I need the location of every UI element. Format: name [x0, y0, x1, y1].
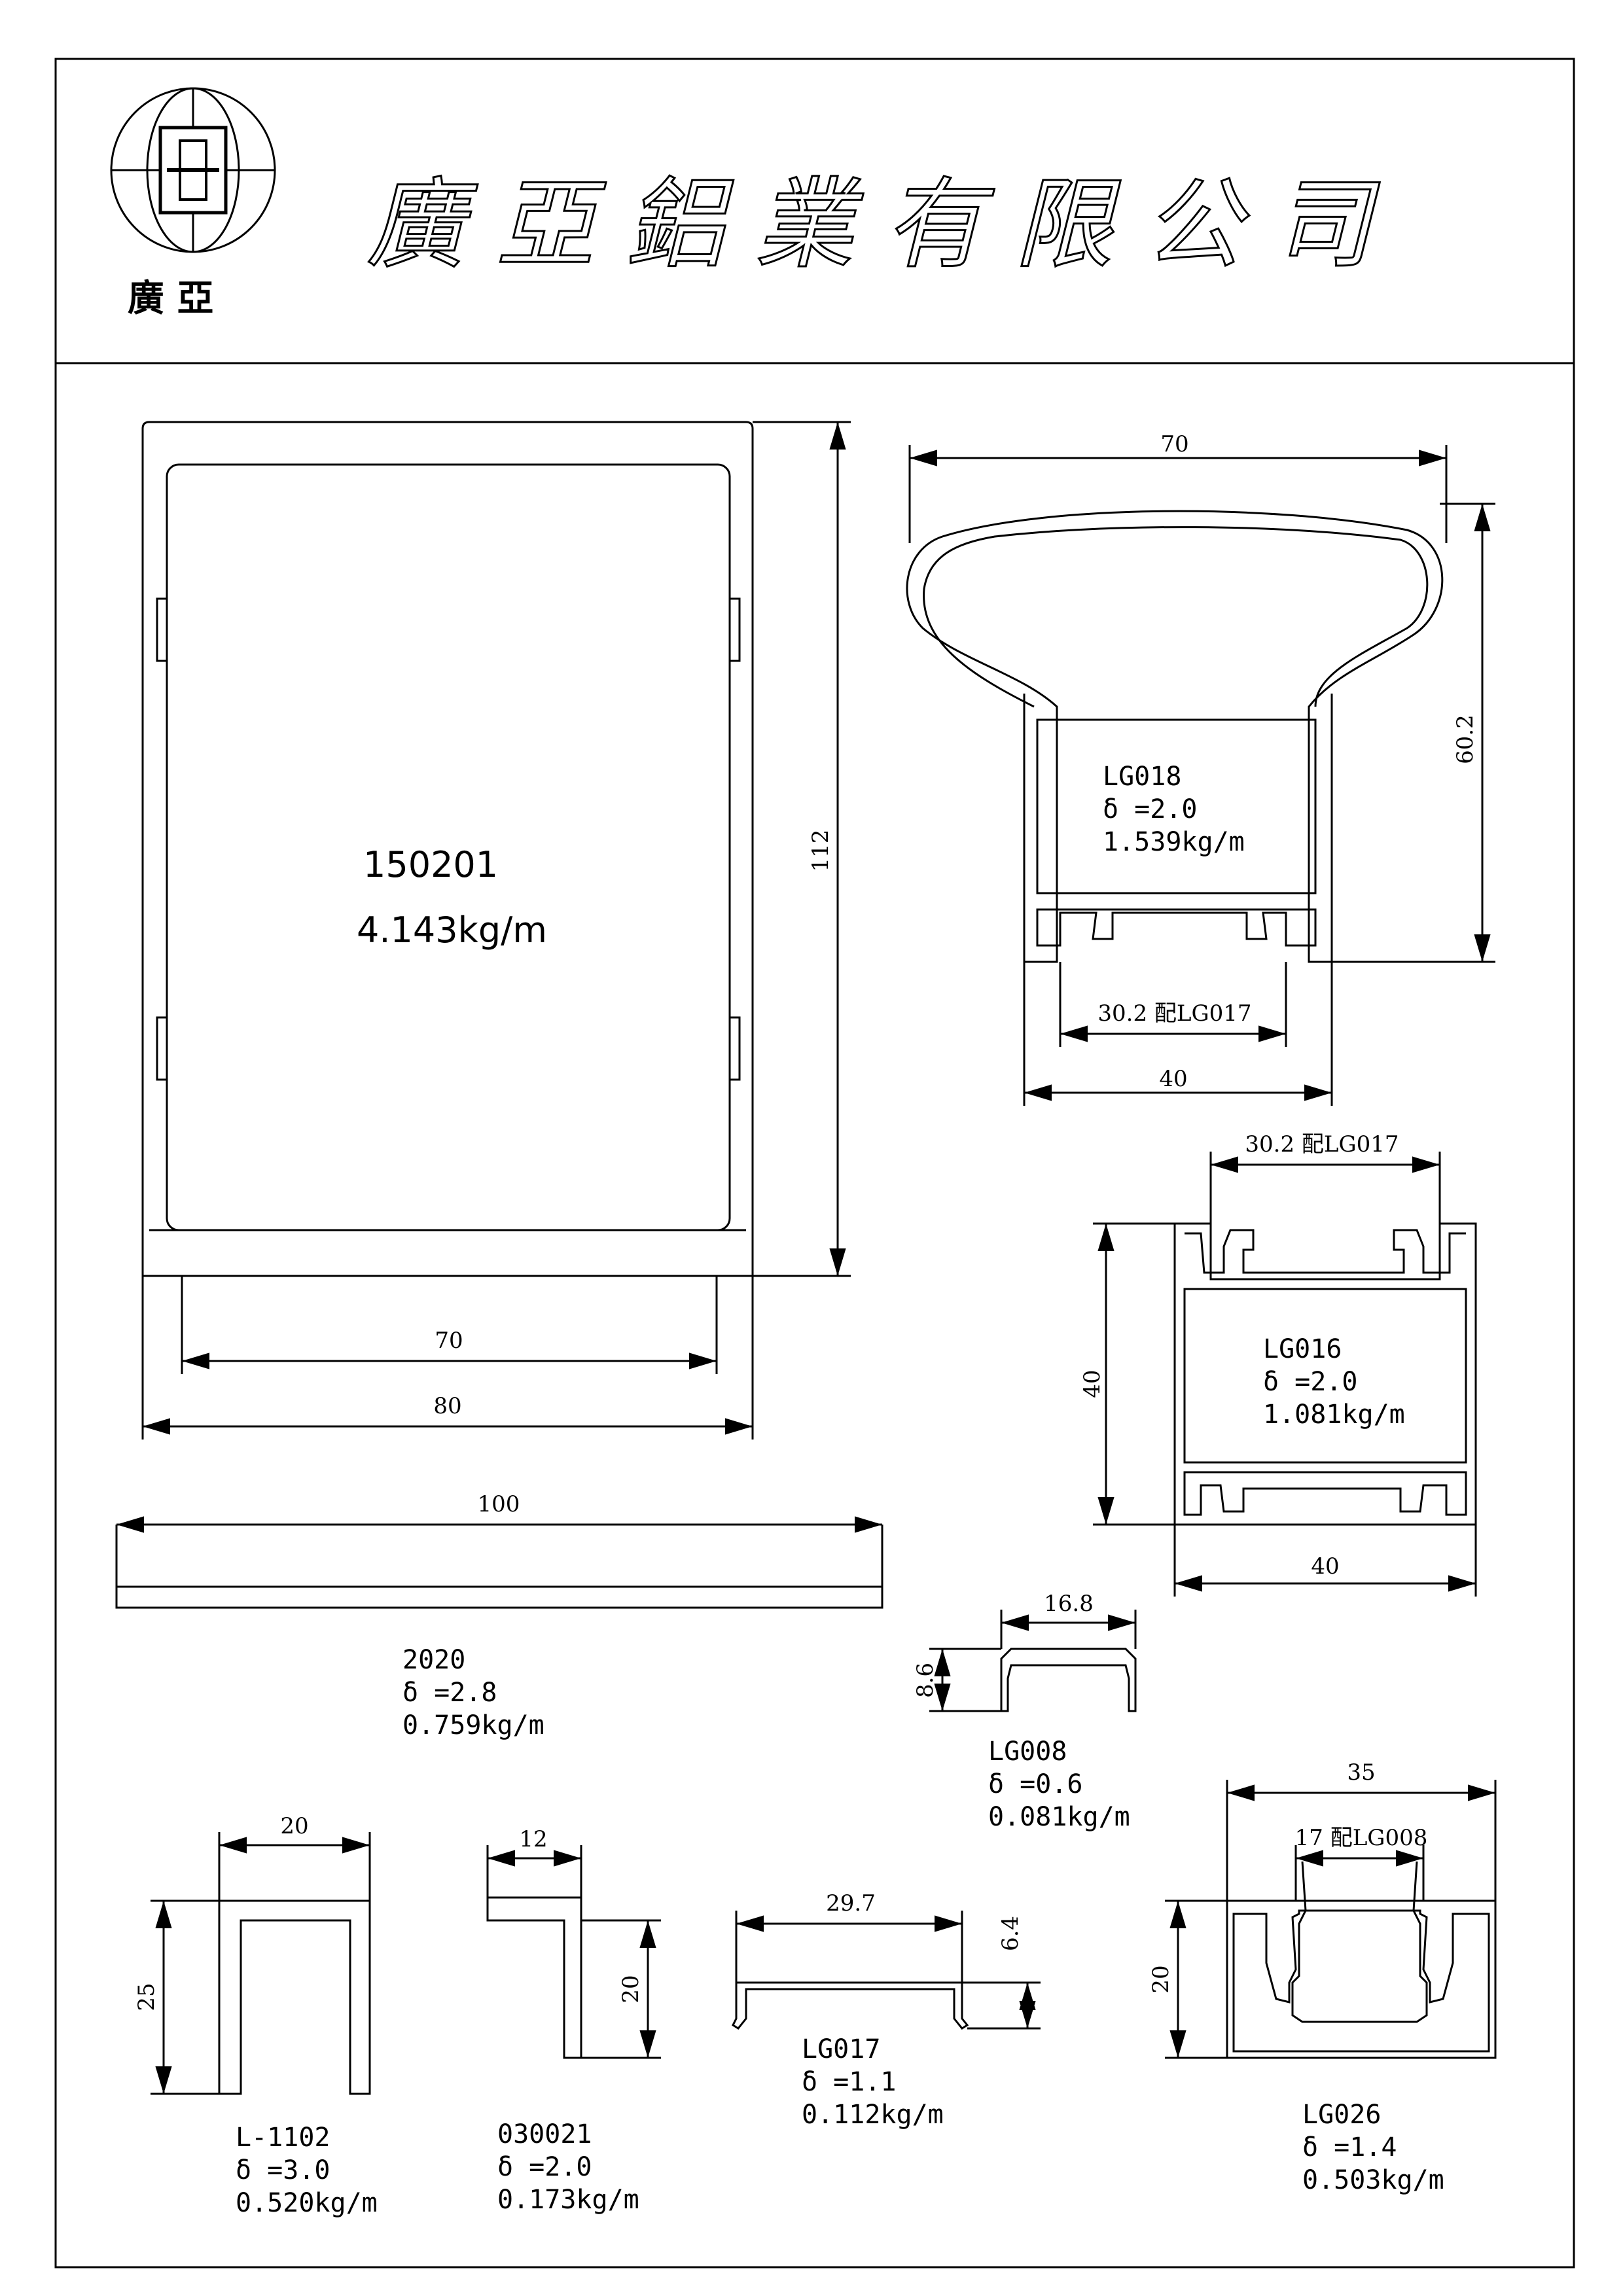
profile-l1102-dim-width: 20 [280, 1813, 308, 1839]
profile-030021-dim-height: 20 [618, 1975, 644, 2003]
profile-lg017-dim-height: 6.4 [997, 1916, 1024, 1951]
profile-l1102-thickness: δ =3.0 [236, 2155, 330, 2185]
profile-030021 [486, 1845, 661, 2059]
profile-lg017-weight: 0.112kg/m [802, 2100, 944, 2130]
profile-l1102-outline [218, 1899, 371, 2095]
profile-lg018 [906, 445, 1495, 1106]
profile-150201-dim-inner-width: 70 [435, 1328, 463, 1354]
profile-lg018-code: LG018 [1103, 762, 1181, 792]
profile-lg016-code: LG016 [1263, 1334, 1342, 1364]
profile-lg026-dim-width: 35 [1347, 1759, 1375, 1786]
profile-2020-code: 2020 [402, 1645, 465, 1675]
profile-l1102 [151, 1832, 371, 2095]
profile-lg018-dim-slot: 30.2 配LG017 [1097, 1000, 1251, 1027]
profile-lg018-thickness: δ =2.0 [1103, 794, 1198, 824]
profile-lg017-dim-width: 29.7 [826, 1890, 876, 1916]
profile-lg008-weight: 0.081kg/m [988, 1802, 1130, 1832]
profile-030021-outline [486, 1896, 582, 2059]
profile-lg008-dim-width: 16.8 [1044, 1591, 1094, 1617]
profile-2020-outline [115, 1585, 883, 1609]
profile-lg016-weight: 1.081kg/m [1263, 1400, 1405, 1430]
profile-030021-thickness: δ =2.0 [497, 2152, 592, 2182]
logo-caption: 廣 亞 [128, 277, 214, 320]
company-logo-icon [110, 87, 276, 253]
profile-lg008-code: LG008 [988, 1737, 1067, 1767]
profile-030021-weight: 0.173kg/m [497, 2185, 639, 2215]
company-name: 廣亞鋁業有限公司 [366, 168, 1403, 282]
profile-150201-code: 150201 [363, 844, 498, 885]
profile-2020-weight: 0.759kg/m [402, 1710, 544, 1740]
profile-lg018-dim-top: 70 [1160, 431, 1188, 457]
profile-lg016-dim-width: 40 [1311, 1553, 1339, 1580]
profile-150201 [141, 421, 851, 1439]
profile-150201-dim-width: 80 [433, 1393, 461, 1419]
profile-lg008 [929, 1610, 1137, 1712]
profile-lg016 [1093, 1152, 1477, 1597]
profile-150201-dim-height: 112 [808, 830, 834, 872]
profile-lg026 [1165, 1780, 1497, 2059]
profile-lg016-thickness: δ =2.0 [1263, 1367, 1358, 1397]
profile-l1102-code: L-1102 [236, 2123, 330, 2153]
profile-lg008-outline [1000, 1648, 1137, 1712]
profile-030021-dim-width: 12 [519, 1826, 547, 1852]
profile-lg026-weight: 0.503kg/m [1302, 2165, 1444, 2195]
profile-lg018-outline [906, 510, 1444, 963]
profile-030021-code: 030021 [497, 2119, 592, 2149]
profile-lg017-thickness: δ =1.1 [802, 2067, 897, 2097]
profile-lg026-dim-slot: 17 配LG008 [1295, 1825, 1428, 1851]
profile-l1102-dim-height: 25 [134, 1983, 160, 2011]
page-frame [54, 58, 1575, 2269]
profile-lg008-dim-height: 8.6 [912, 1663, 938, 1698]
profile-lg017-outline [732, 1981, 969, 2030]
profile-2020-thickness: δ =2.8 [402, 1678, 497, 1708]
profile-2020 [115, 1516, 883, 1609]
profile-lg017 [732, 1911, 1041, 2030]
profile-lg018-dim-width: 40 [1159, 1066, 1187, 1092]
profile-2020-dim-width: 100 [478, 1491, 520, 1517]
profile-150201-weight: 4.143kg/m [357, 910, 547, 951]
profile-lg008-thickness: δ =0.6 [988, 1769, 1083, 1799]
profile-lg017-code: LG017 [802, 2034, 880, 2064]
profile-lg018-weight: 1.539kg/m [1103, 827, 1245, 857]
profile-lg026-outline [1226, 1899, 1497, 2059]
profile-lg026-thickness: δ =1.4 [1302, 2132, 1397, 2163]
profile-lg026-dim-height: 20 [1148, 1965, 1174, 1993]
profile-lg016-dim-height: 40 [1079, 1369, 1105, 1398]
profile-l1102-weight: 0.520kg/m [236, 2188, 378, 2218]
profile-150201-outline [141, 421, 754, 1277]
profile-lg018-dim-height: 60.2 [1452, 715, 1478, 764]
profile-lg016-dim-slot: 30.2 配LG017 [1245, 1131, 1399, 1157]
profile-lg026-code: LG026 [1302, 2100, 1381, 2130]
